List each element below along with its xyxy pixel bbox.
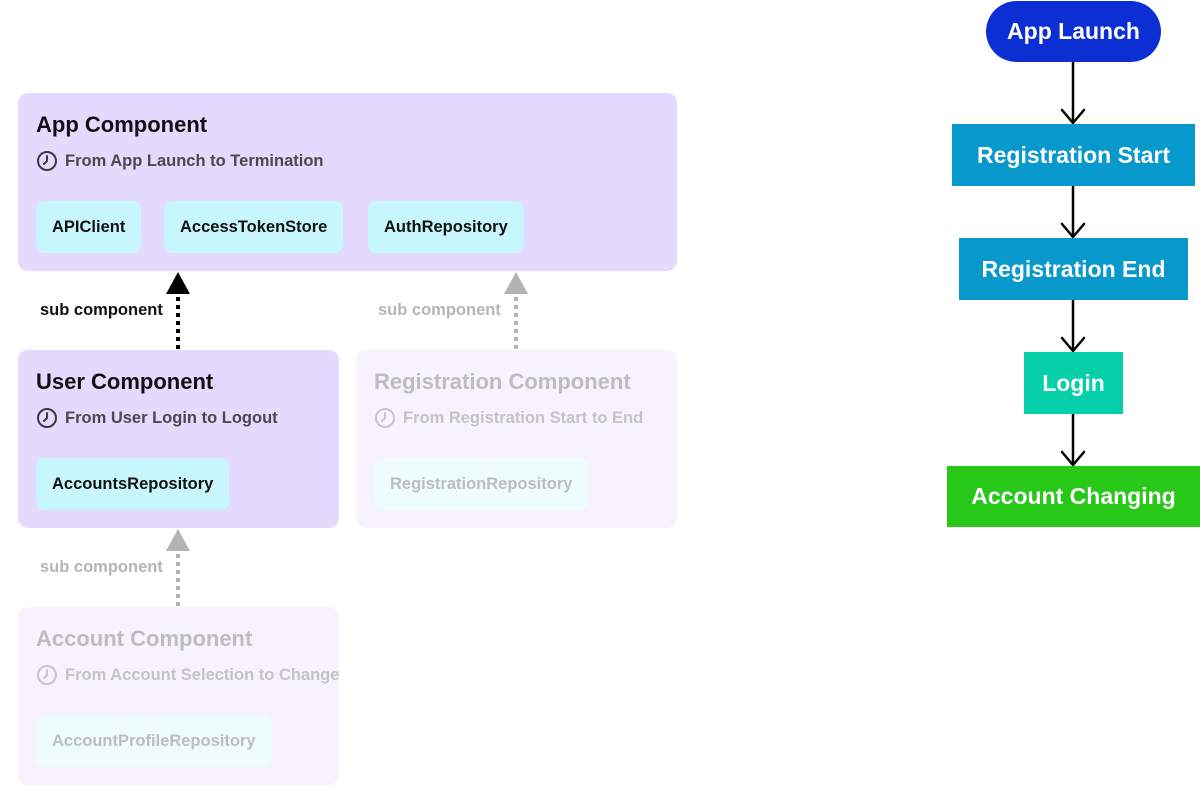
- app-component-title: App Component: [36, 112, 208, 137]
- accountsrepository-pill: AccountsRepository: [36, 458, 230, 510]
- flow-step-registration-start: Registration Start: [952, 124, 1195, 186]
- app-component-scope: From App Launch to Termination: [36, 150, 324, 172]
- flow-arrowhead-4: [1060, 450, 1086, 467]
- accountprofilerepository-pill: AccountProfileRepository: [36, 715, 272, 767]
- apiclient-pill: APIClient: [36, 201, 142, 253]
- flow-step-login: Login: [1024, 352, 1123, 414]
- clock-icon: [37, 408, 57, 428]
- flow-arrowhead-2: [1060, 222, 1086, 239]
- registration-component-scope-text: From Registration Start to End: [403, 408, 644, 427]
- authrepository-pill: AuthRepository: [368, 201, 524, 253]
- clock-icon: [37, 151, 57, 171]
- user-to-app-link-label: sub component: [40, 301, 163, 319]
- flow-step-app-launch: App Launch: [986, 1, 1161, 62]
- accesstokenstore-pill: AccessTokenStore: [164, 201, 344, 253]
- account-component-scope-text: From Account Selection to Change: [65, 665, 340, 684]
- account-component-title: Account Component: [36, 626, 253, 651]
- app-component: App Component From App Launch to Termina…: [18, 93, 677, 271]
- account-component: Account Component From Account Selection…: [18, 607, 339, 785]
- flow-step-account-changing: Account Changing: [947, 466, 1200, 527]
- registration-component-title: Registration Component: [374, 369, 631, 394]
- user-component-scope: From User Login to Logout: [36, 407, 278, 429]
- flow-step-registration-end: Registration End: [959, 238, 1188, 300]
- registration-to-app-link-label: sub component: [378, 301, 501, 319]
- account-to-user-link-label: sub component: [40, 558, 163, 576]
- user-component: User Component From User Login to Logout…: [18, 350, 339, 528]
- user-component-title: User Component: [36, 369, 214, 394]
- registration-component-scope: From Registration Start to End: [374, 407, 643, 429]
- flow-arrowhead-3: [1060, 336, 1086, 353]
- registration-to-app-arrowhead: [504, 272, 528, 294]
- clock-icon: [37, 665, 57, 685]
- registration-component: Registration Component From Registration…: [356, 350, 677, 528]
- app-component-scope-text: From App Launch to Termination: [65, 151, 324, 170]
- user-to-app-arrowhead: [166, 272, 190, 294]
- user-component-scope-text: From User Login to Logout: [65, 408, 278, 427]
- flow-arrowhead-1: [1060, 108, 1086, 125]
- account-to-user-arrowhead: [166, 529, 190, 551]
- registrationrepository-pill: RegistrationRepository: [374, 458, 589, 510]
- clock-icon: [375, 408, 395, 428]
- account-component-scope: From Account Selection to Change: [36, 664, 339, 686]
